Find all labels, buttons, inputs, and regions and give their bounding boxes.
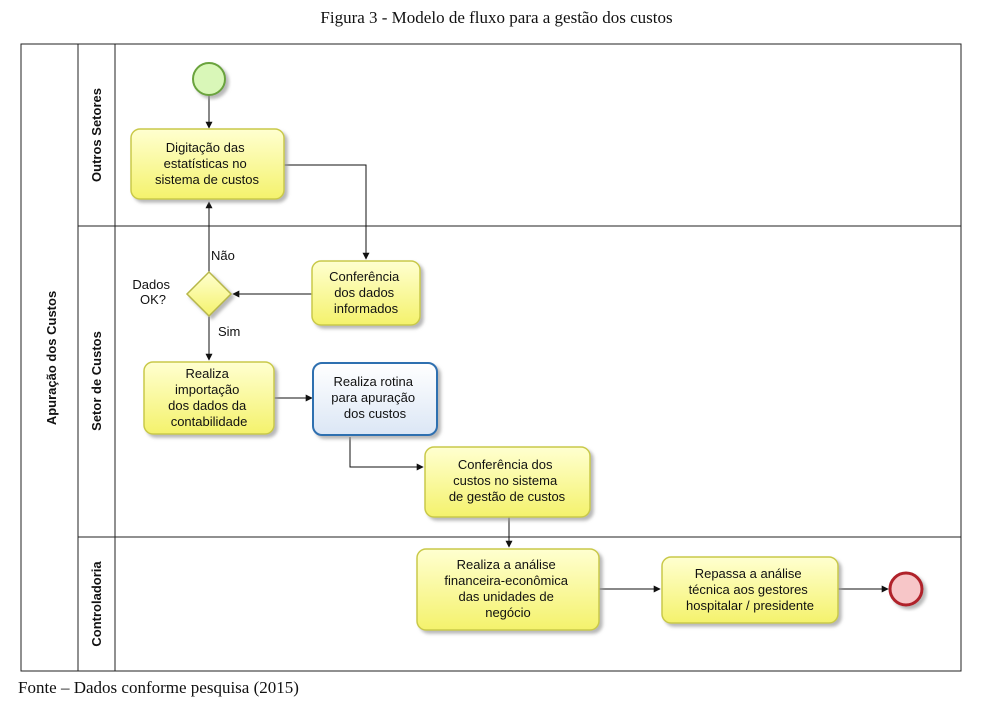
lane-label-setor-de-custos: Setor de Custos bbox=[89, 331, 104, 431]
flow-rotina-to-conferencia-custos bbox=[349, 437, 424, 471]
svg-text:Conferência dos custos: Conferência dos custos no sistema de ges… bbox=[449, 457, 566, 504]
connectors bbox=[205, 95, 889, 593]
task-rotina-apuracao: Realiza rotina para apuração dos custos bbox=[312, 362, 438, 436]
task-digitacao: Digitação das estatísticas no sistema de… bbox=[130, 128, 285, 200]
pool-label: Apuração dos Custos bbox=[44, 291, 59, 425]
task-conferencia-dados: Conferência dos dados informados bbox=[311, 260, 421, 326]
task-repassa-analise: Repassa a análise técnica aos gestores h… bbox=[661, 556, 839, 624]
svg-text:Conferência dos dados: Conferência dos dados informados bbox=[329, 269, 403, 316]
svg-text:Digitação das estatístic: Digitação das estatísticas no sistema de… bbox=[155, 140, 260, 187]
task-importacao: Realiza importação dos dados da contabil… bbox=[143, 361, 275, 435]
figure-source: Fonte – Dados conforme pesquisa (2015) bbox=[18, 678, 299, 697]
start-event bbox=[192, 62, 226, 96]
svg-text:Realiza a análise financ: Realiza a análise financeira-econômica d… bbox=[444, 557, 571, 620]
flow-digitacao-to-conferencia-dados bbox=[284, 164, 370, 260]
figure-caption: Figura 3 - Modelo de fluxo para a gestão… bbox=[320, 8, 673, 27]
decision-gateway bbox=[185, 270, 233, 318]
svg-text:Realiza importação: Realiza importação dos dados da contabil… bbox=[168, 366, 250, 429]
edge-label-nao: Não bbox=[211, 248, 235, 263]
task-analise-financeira: Realiza a análise financeira-econômica d… bbox=[416, 548, 600, 631]
svg-text:Repassa a análise técnic: Repassa a análise técnica aos gestores h… bbox=[686, 566, 814, 613]
end-event bbox=[888, 571, 924, 607]
lane-label-outros-setores: Outros Setores bbox=[89, 88, 104, 182]
task-conferencia-custos: Conferência dos custos no sistema de ges… bbox=[424, 446, 591, 518]
gateway-label: Dados OK? bbox=[132, 277, 173, 307]
pool bbox=[20, 43, 962, 672]
svg-text:Realiza rotina para apur: Realiza rotina para apuração dos custos bbox=[331, 374, 418, 421]
lane-label-controladoria: Controladoria bbox=[89, 561, 104, 647]
edge-label-sim: Sim bbox=[218, 324, 240, 339]
